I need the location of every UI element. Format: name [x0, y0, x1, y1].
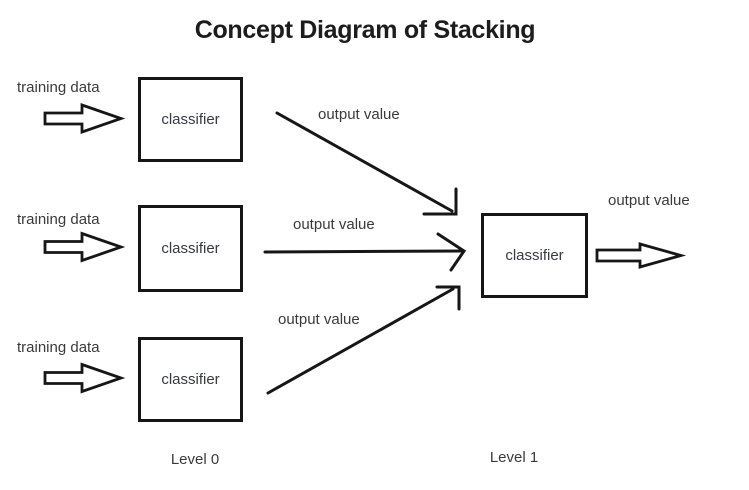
final-output-block-arrow [595, 242, 687, 269]
training-data-block-arrow-3 [43, 362, 126, 394]
output-value-label-3: output value [278, 311, 360, 328]
diagram-title: Concept Diagram of Stacking [194, 16, 536, 44]
final-output-value-label: output value [608, 192, 690, 209]
training-data-label-3: training data [17, 339, 100, 356]
output-line-arrow-1 [275, 111, 454, 213]
output-line-arrowhead-1 [422, 187, 458, 216]
output-line-arrow-3 [266, 287, 455, 395]
training-data-block-arrow-1 [43, 103, 126, 134]
level1-classifier-box: classifier [481, 213, 588, 298]
training-data-label-2: training data [17, 211, 100, 228]
output-line-arrowhead-3 [435, 285, 461, 311]
level0-classifier-box-1: classifier [138, 77, 243, 162]
output-line-arrow-2 [263, 249, 464, 254]
output-line-arrowhead-2 [436, 232, 467, 272]
level0-classifier-box-2: classifier [138, 205, 243, 292]
level0-caption: Level 0 [170, 451, 220, 468]
training-data-label-1: training data [17, 79, 100, 96]
classifier-box-label: classifier [505, 247, 564, 264]
training-data-block-arrow-2 [43, 231, 126, 263]
output-value-label-2: output value [293, 216, 375, 233]
classifier-box-label: classifier [161, 371, 220, 388]
classifier-box-label: classifier [161, 111, 220, 128]
level1-caption: Level 1 [489, 449, 539, 466]
output-value-label-1: output value [318, 106, 400, 123]
level0-classifier-box-3: classifier [138, 337, 243, 422]
classifier-box-label: classifier [161, 240, 220, 257]
